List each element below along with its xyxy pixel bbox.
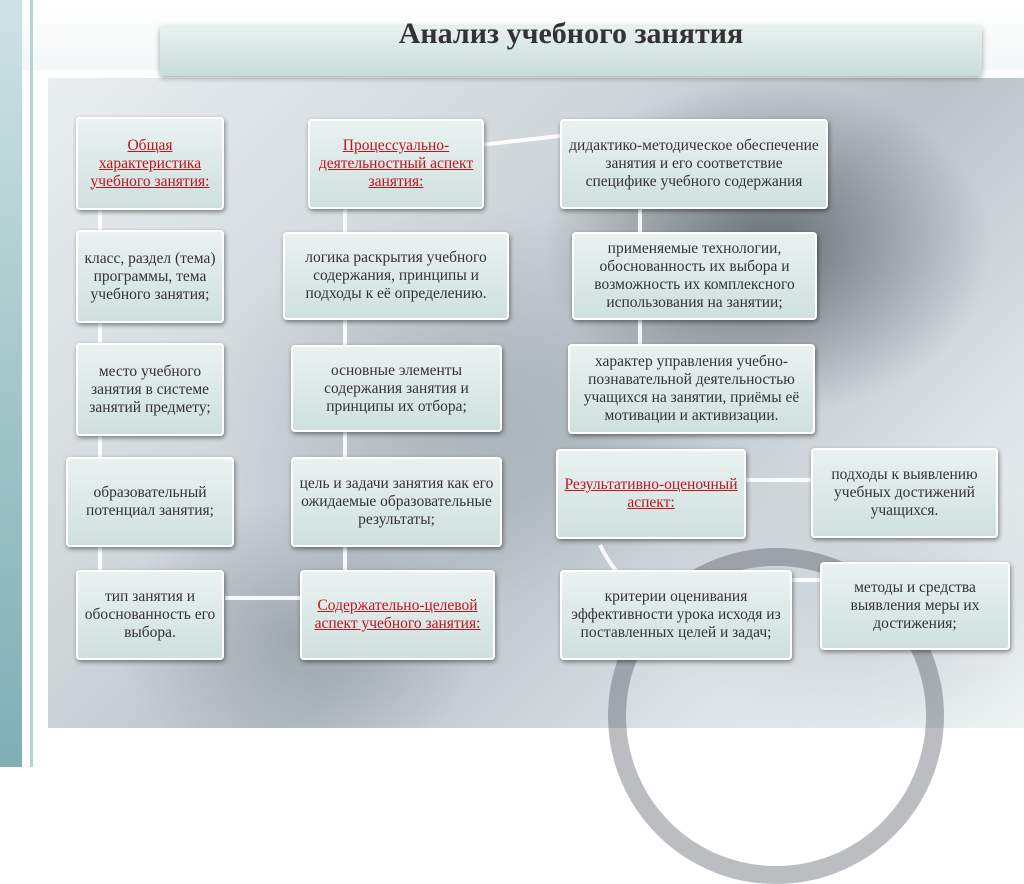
box-methods-means: методы и средства выявления меры их дост…	[820, 562, 1010, 650]
box-class-section: класс, раздел (тема) программы, тема уче…	[76, 230, 224, 323]
box-goal-tasks: цель и задачи занятия как его ожидаемые …	[291, 457, 502, 547]
box-result-evaluation-aspect: Результативно-оценочный аспект:	[556, 449, 746, 539]
left-decor-band	[0, 0, 22, 767]
box-activity-management: характер управления учебно-познавательно…	[568, 344, 815, 434]
box-general-characteristic: Общая характеристика учебного занятия:	[76, 117, 224, 210]
box-content-target-aspect: Содержательно-целевой аспект учебного за…	[300, 570, 495, 660]
box-process-aspect: Процессуально-деятельностный аспект заня…	[308, 119, 484, 209]
box-evaluation-criteria: критерии оценивания эффективности урока …	[560, 570, 792, 660]
box-technologies: применяемые технологии, обоснованность и…	[572, 232, 817, 320]
page-title: Анализ учебного занятия	[398, 17, 744, 50]
box-didactic-support: дидактико-методическое обеспечение занят…	[560, 119, 828, 209]
left-decor-rule	[30, 0, 33, 767]
box-lesson-type: тип занятия и обоснованность его выбора.	[76, 570, 224, 660]
box-lesson-place: место учебного занятия в системе занятий…	[76, 343, 224, 436]
box-content-logic: логика раскрытия учебного содержания, пр…	[283, 232, 509, 320]
box-approaches: подходы к выявлению учебных достижений у…	[811, 448, 998, 538]
title-bar	[160, 26, 982, 76]
connector-top-right	[479, 133, 569, 147]
box-main-elements: основные элементы содержания занятия и п…	[291, 345, 502, 432]
box-educational-potential: образовательный потенциал занятия;	[66, 457, 234, 547]
